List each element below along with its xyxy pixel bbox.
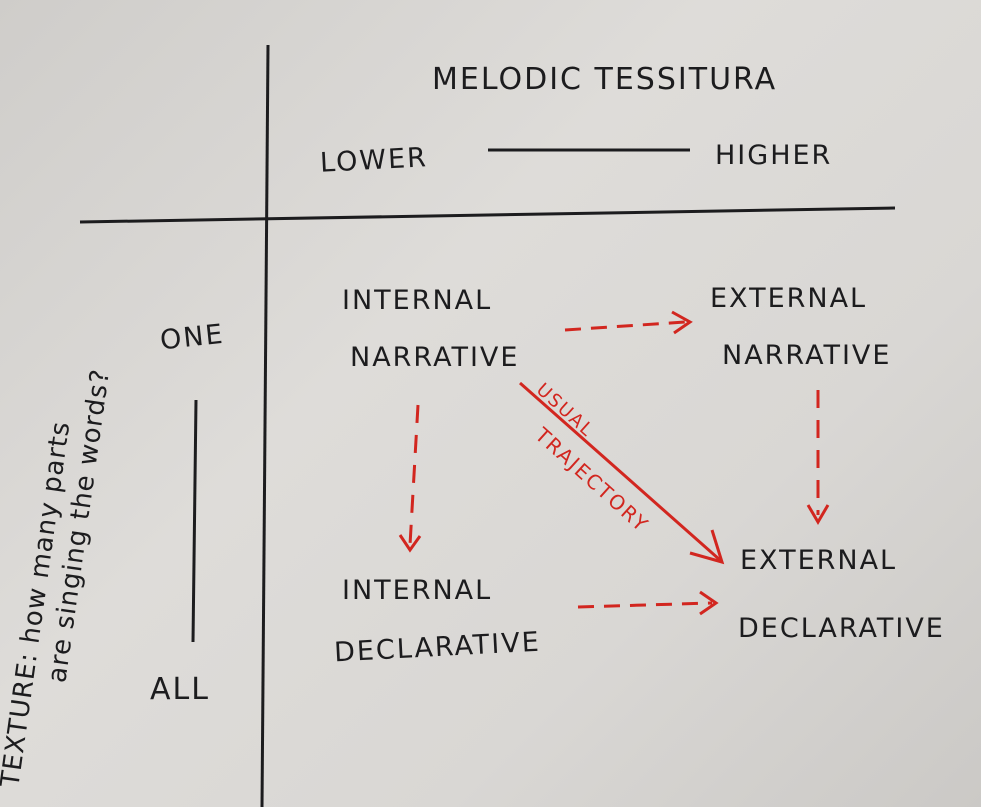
- arrowhead: [689, 529, 725, 565]
- arrow-internal-narrative-to-declarative: [408, 404, 420, 546]
- arrowhead: [699, 590, 719, 616]
- usual-trajectory-arrow: [519, 381, 721, 562]
- arrowhead: [806, 504, 830, 525]
- internal-narrative-line1: INTERNAL: [342, 285, 493, 316]
- texture-all-label: ALL: [150, 672, 210, 707]
- tessitura-high-label: HIGHER: [715, 140, 833, 171]
- arrowhead: [671, 310, 693, 335]
- external-declarative-line2: DECLARATIVE: [738, 613, 945, 644]
- internal-declarative-line1: INTERNAL: [342, 575, 493, 606]
- texture-scale-line: [191, 399, 198, 643]
- horizontal-axis-divider: [79, 206, 896, 224]
- tessitura-title: MELODIC TESSITURA: [432, 62, 778, 97]
- external-narrative-line1: EXTERNAL: [710, 283, 868, 314]
- arrow-internal-to-external-narrative: [564, 320, 686, 332]
- external-declarative-line1: EXTERNAL: [740, 545, 898, 576]
- arrowhead: [398, 534, 422, 553]
- tessitura-low-label: LOWER: [319, 142, 429, 179]
- arrow-internal-to-external-declarative: [577, 601, 713, 609]
- external-narrative-line2: NARRATIVE: [722, 340, 892, 371]
- vertical-axis-divider: [260, 44, 270, 807]
- internal-narrative-line2: NARRATIVE: [350, 342, 520, 373]
